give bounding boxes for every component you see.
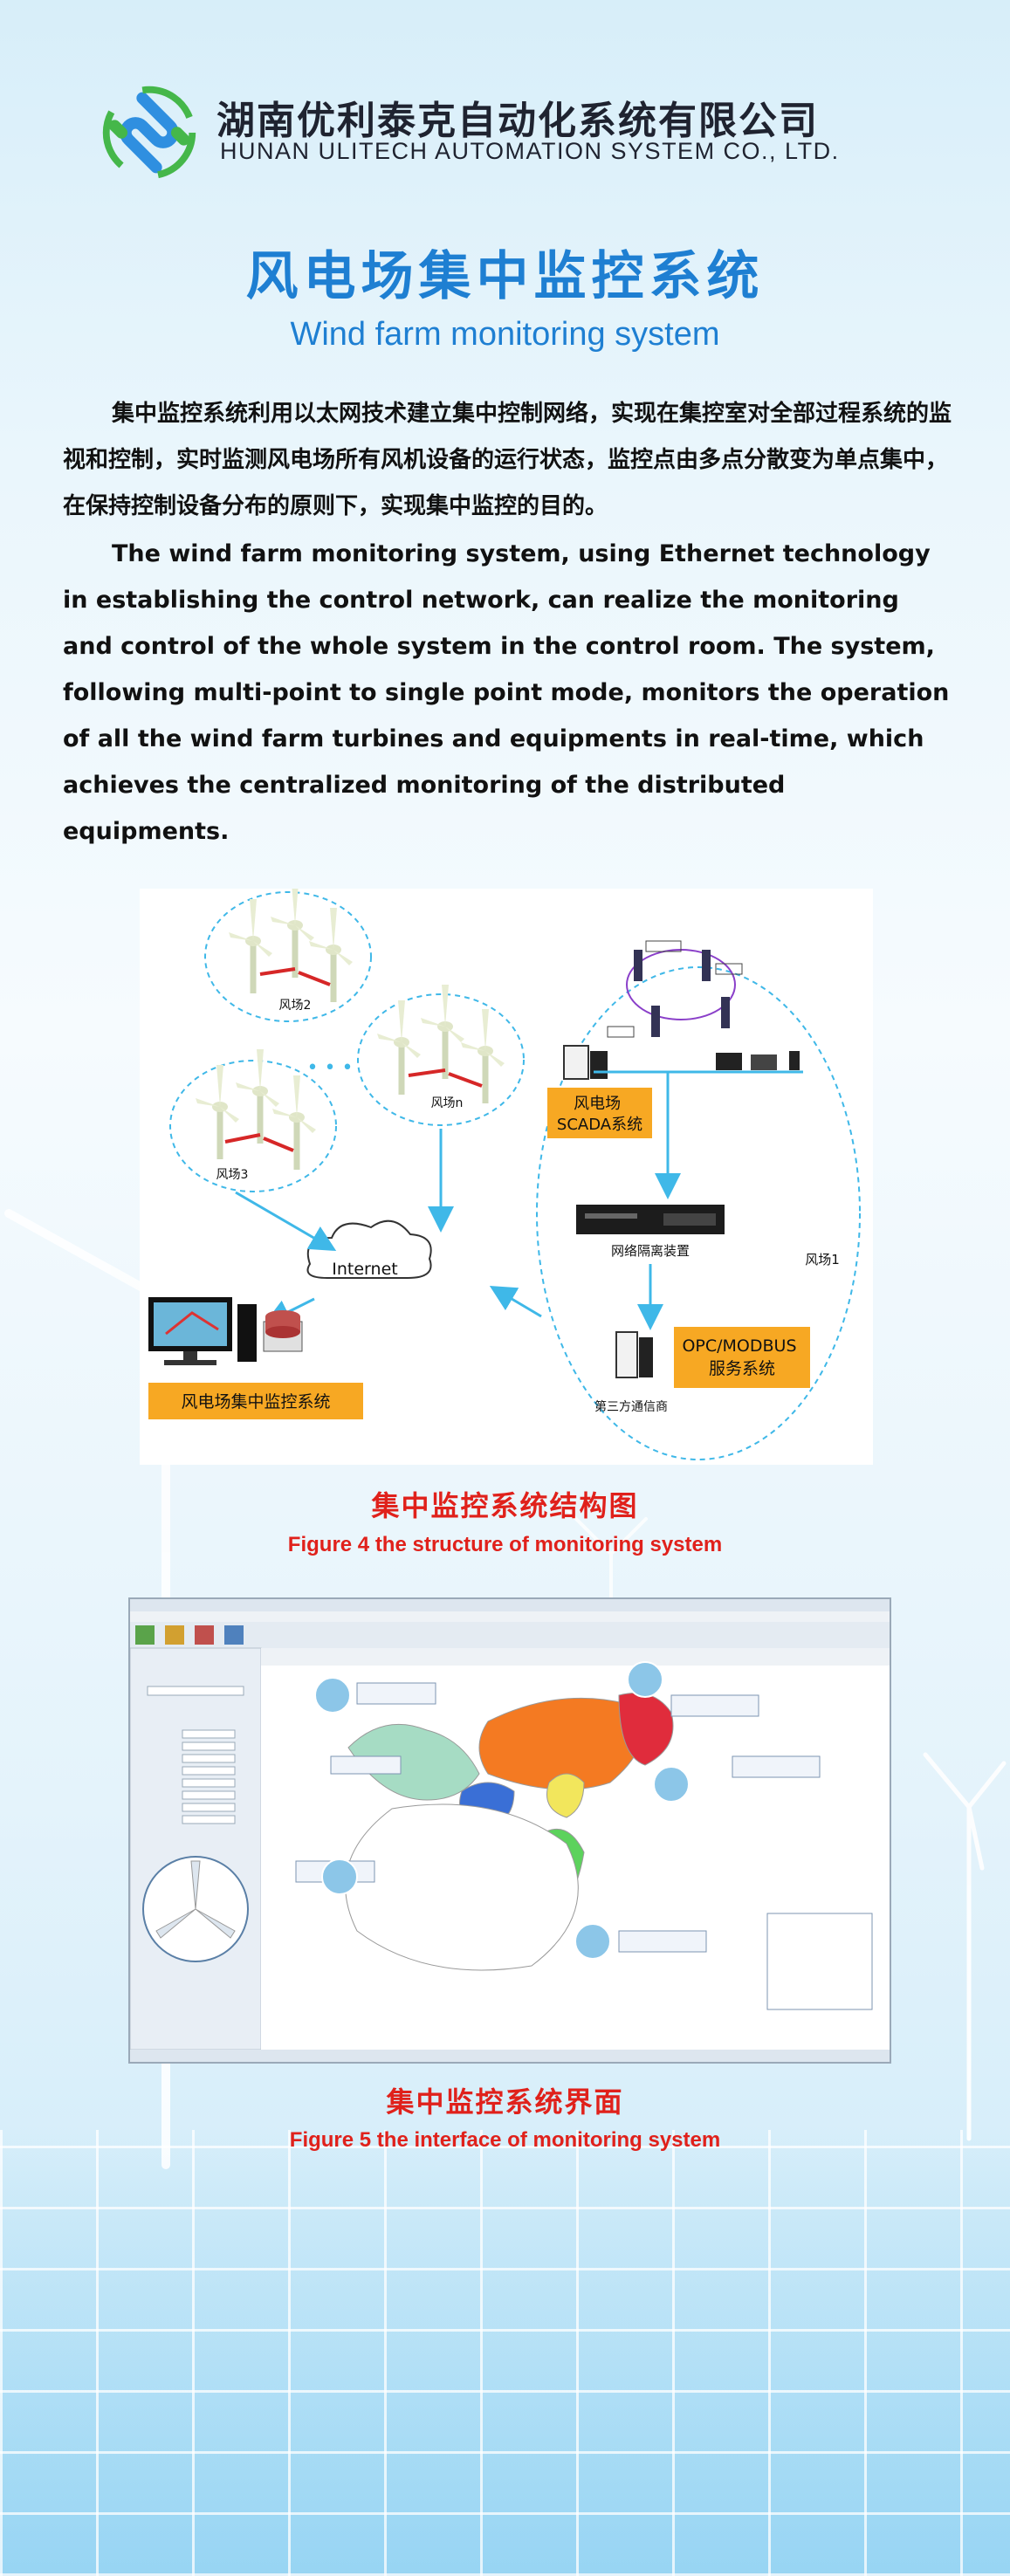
third-party-label: 第三方通信商 xyxy=(594,1399,668,1414)
farmn-label: 风场n xyxy=(431,1096,464,1110)
farm2-cluster xyxy=(204,889,372,1022)
page-title-cn: 风电场集中监控系统 xyxy=(245,246,765,307)
scada-label: 风电场 SCADA系统 xyxy=(557,1095,642,1134)
intro-paragraph-cn: 集中监控系统利用以太网技术建立集中控制网络，实现在集控室对全部过程系统的监视和控… xyxy=(63,401,952,519)
company-name-cn: 湖南优利泰克自动化系统有限公司 xyxy=(216,99,819,143)
figure4-caption-cn: 集中监控系统结构图 xyxy=(371,1489,639,1522)
intro-paragraph-en: The wind farm monitoring system, using E… xyxy=(63,540,950,845)
scada-label-line2: SCADA系统 xyxy=(557,1116,642,1134)
central-label-box xyxy=(148,1383,363,1419)
opc-server-icon xyxy=(615,1331,653,1378)
figure4-caption-en: Figure 4 the structure of monitoring sys… xyxy=(287,1533,723,1556)
network-isolator-icon xyxy=(576,1205,725,1234)
scada-network-sketch xyxy=(607,940,803,1074)
farm2-label: 风场2 xyxy=(279,999,312,1013)
ellipsis-dots: • • • xyxy=(307,1057,354,1079)
central-workstation-icon xyxy=(148,1297,257,1365)
isolator-label: 网络隔离装置 xyxy=(611,1243,690,1259)
company-logo-icon xyxy=(102,86,196,180)
opc-label-line1: OPC/MODBUS xyxy=(682,1336,796,1356)
farm1-label: 风场1 xyxy=(805,1252,840,1267)
scada-server-icon xyxy=(563,1045,608,1080)
background-grid xyxy=(0,2130,1010,2576)
farm3-cluster xyxy=(169,1049,337,1192)
farm3-label: 风场3 xyxy=(216,1168,249,1182)
monitoring-interface-screenshot xyxy=(128,1597,891,2064)
opc-label-box xyxy=(674,1327,810,1388)
structure-diagram: 风电场 SCADA系统 网络隔离装置 风场1 OPC/MODBUS 服务系统 第… xyxy=(140,889,873,1465)
company-name-en: HUNAN ULITECH AUTOMATION SYSTEM CO., LTD… xyxy=(220,138,840,164)
opc-label: OPC/MODBUS 服务系统 xyxy=(682,1336,801,1378)
figure5-caption-cn: 集中监控系统界面 xyxy=(386,2085,624,2119)
page-title-en: Wind farm monitoring system xyxy=(290,316,720,353)
opc-label-line2: 服务系统 xyxy=(709,1359,775,1378)
scada-label-box xyxy=(547,1088,652,1138)
internet-label: Internet xyxy=(332,1260,397,1279)
central-label: 风电场集中监控系统 xyxy=(181,1392,330,1412)
scada-label-line1: 风电场 xyxy=(574,1095,621,1113)
farmn-cluster xyxy=(357,985,525,1126)
figure5-caption-en: Figure 5 the interface of monitoring sys… xyxy=(289,2128,721,2152)
farm1-boundary xyxy=(536,966,861,1460)
database-server-icon xyxy=(263,1310,303,1352)
